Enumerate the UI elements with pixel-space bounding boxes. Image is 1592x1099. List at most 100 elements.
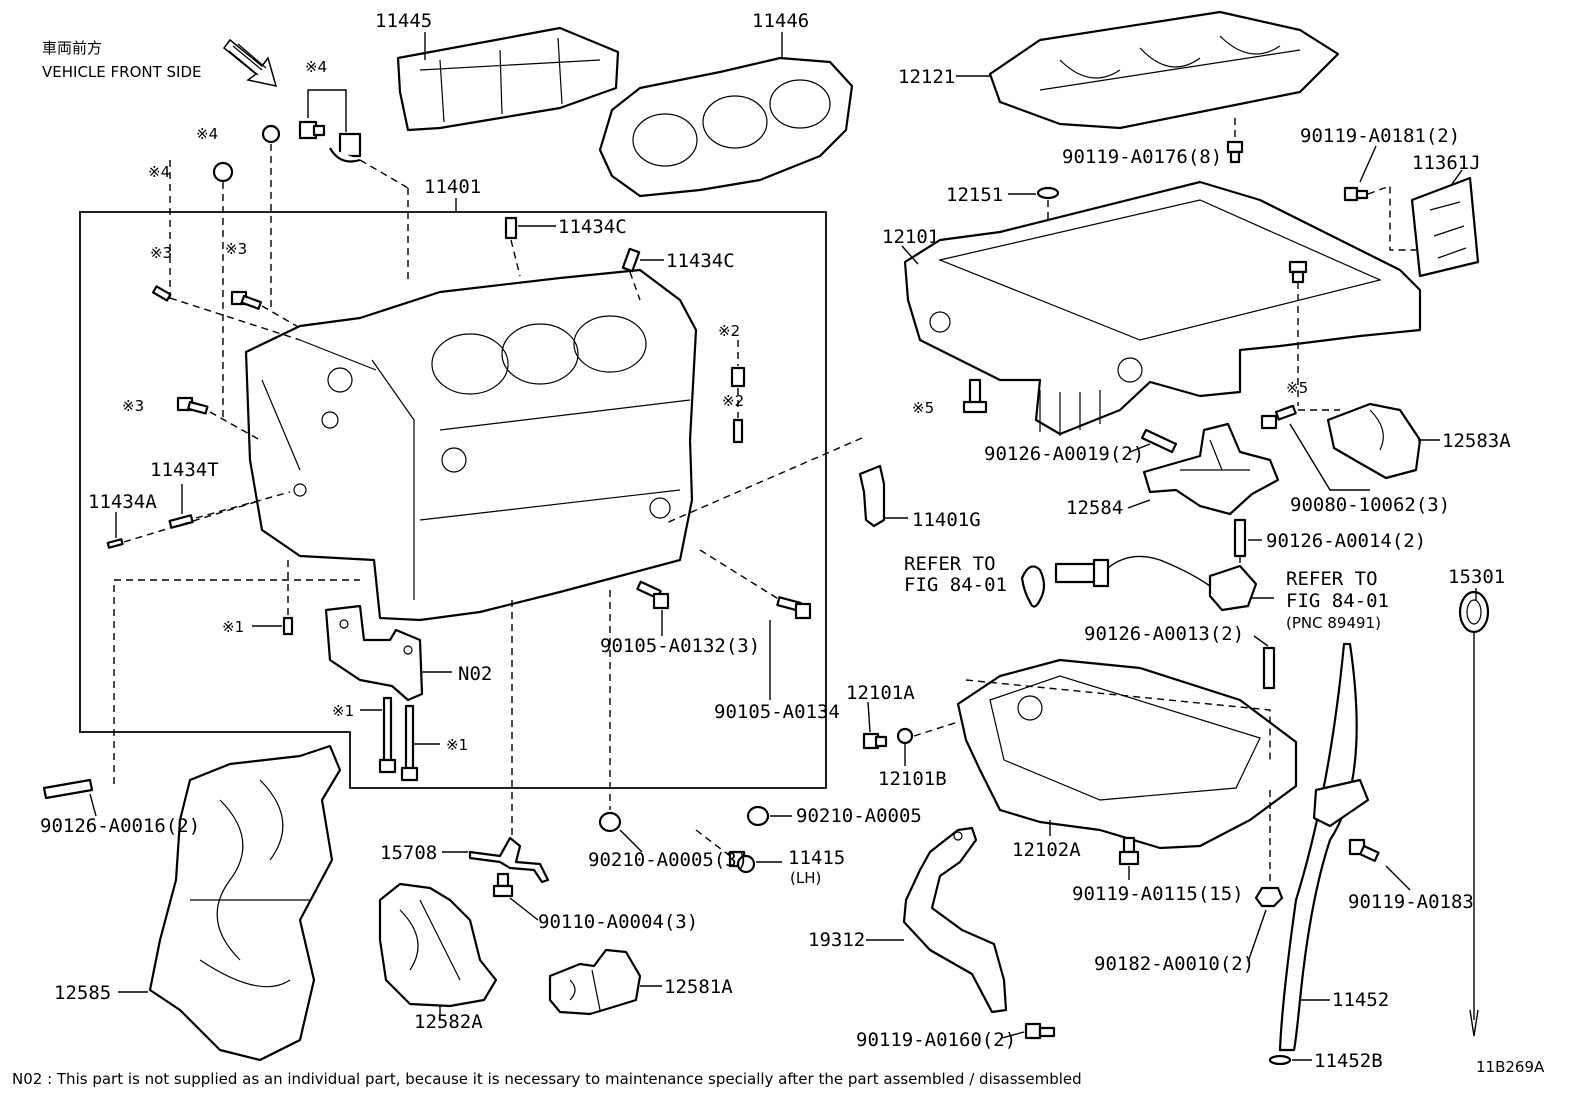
- label-11415: 11415: [788, 847, 845, 869]
- label-mark4-c: ※4: [305, 58, 327, 76]
- bolt-90119-a0160-icon: [1024, 1022, 1056, 1040]
- label-90119-a0181: 90119-A0181(2): [1300, 125, 1460, 147]
- part-11452-oil-level-gauge-guide: [1278, 642, 1370, 1052]
- label-11445: 11445: [375, 10, 432, 32]
- label-12582a: 12582A: [414, 1011, 483, 1033]
- label-90126-a0019: 90126-A0019(2): [984, 443, 1144, 465]
- bolt-mark1-b-icon: [378, 696, 397, 774]
- dowel-mark3-a-icon: [151, 285, 172, 302]
- dowel-mark2-a-icon: [730, 366, 746, 388]
- label-90126-a0014: 90126-A0014(2): [1266, 530, 1426, 552]
- diagram-code: 11B269A: [1476, 1058, 1545, 1076]
- part-11434c-dowel-1: [504, 216, 518, 240]
- label-12151: 12151: [946, 184, 1003, 206]
- part-15708-oil-nozzle: [468, 836, 550, 884]
- label-refer-to-2: REFER TO: [1286, 568, 1378, 590]
- washer-90210-a0005-icon: [746, 805, 770, 827]
- label-12583a: 12583A: [1442, 430, 1511, 452]
- label-11434t: 11434T: [150, 459, 219, 481]
- part-12102a-oil-pan-lower: [956, 658, 1298, 850]
- label-90105-a0132: 90105-A0132(3): [600, 635, 760, 657]
- part-12101a-drain-plug: [862, 732, 888, 750]
- label-lh: (LH): [790, 869, 821, 887]
- label-11452: 11452: [1332, 989, 1389, 1011]
- bolt-90119-a0181-icon: [1343, 186, 1369, 202]
- label-mark1-c: ※1: [446, 736, 468, 754]
- part-11434a-pin: [106, 538, 124, 549]
- label-12101a: 12101A: [846, 682, 915, 704]
- part-12581a-insulator: [548, 948, 642, 1016]
- bolt-mark5-a-icon: [962, 378, 988, 414]
- label-mark1-b: ※1: [332, 702, 354, 720]
- dowel-mark1-a-icon: [282, 616, 294, 636]
- label-refer-to-1: REFER TO: [904, 553, 996, 575]
- label-11401: 11401: [424, 176, 481, 198]
- label-90126-a0013: 90126-A0013(2): [1084, 623, 1244, 645]
- bolt-90105-a0134-icon: [776, 596, 812, 620]
- label-90119-a0115: 90119-A0115(15): [1072, 883, 1244, 905]
- label-12585: 12585: [54, 982, 111, 1004]
- label-mark3-b: ※3: [225, 240, 247, 258]
- label-15301: 15301: [1448, 566, 1505, 588]
- part-11452b-o-ring: [1268, 1054, 1292, 1066]
- part-12101b-gasket: [896, 727, 914, 745]
- oil-pressure-switch-icon: [329, 132, 362, 163]
- part-19312-bracket: [902, 826, 1008, 1014]
- label-90119-a0176: 90119-A0176(8): [1062, 146, 1222, 168]
- label-19312: 19312: [808, 929, 865, 951]
- plug-90182-a0010-icon: [1254, 886, 1284, 908]
- label-90182-a0010: 90182-A0010(2): [1094, 953, 1254, 975]
- washer-90210-a0005-3-icon: [598, 811, 622, 833]
- part-12585-insulator: [148, 744, 342, 1062]
- bolt-mark3-b-icon: [230, 290, 263, 310]
- label-12121: 12121: [898, 66, 955, 88]
- label-mark2-b: ※2: [722, 392, 744, 410]
- stud-90126-a0014-icon: [1233, 518, 1247, 558]
- label-12101b: 12101B: [878, 768, 947, 790]
- label-11401g: 11401G: [912, 509, 981, 531]
- label-11446: 11446: [752, 10, 809, 32]
- seal-mark4-b-icon: [212, 161, 234, 183]
- part-12582a-insulator: [378, 882, 498, 1008]
- part-12101-oil-pan-upper: [903, 180, 1422, 436]
- direction-label-en: VEHICLE FRONT SIDE: [42, 63, 202, 81]
- label-90105-a0134: 90105-A0134: [714, 701, 840, 723]
- label-n02: N02: [458, 663, 492, 685]
- label-12102a: 12102A: [1012, 839, 1081, 861]
- part-11361j-plate: [1410, 176, 1480, 278]
- label-mark4-a: ※4: [196, 125, 218, 143]
- label-mark5-a: ※5: [912, 399, 934, 417]
- direction-label-jp: 車両前方: [42, 39, 102, 57]
- label-11434c-1: 11434C: [558, 216, 627, 238]
- label-11452b: 11452B: [1314, 1050, 1383, 1072]
- seal-mark4-a-icon: [261, 124, 281, 144]
- label-pnc-89491: (PNC 89491): [1286, 614, 1381, 632]
- label-12581a: 12581A: [664, 976, 733, 998]
- part-11445-insulator: [396, 26, 620, 132]
- label-15708: 15708: [380, 842, 437, 864]
- label-fig-84-01-2: FIG 84-01: [1286, 590, 1389, 612]
- footer-note: N02 : This part is not supplied as an in…: [12, 1070, 1082, 1088]
- part-11434c-dowel-2: [621, 247, 641, 273]
- stud-90126-a0016-icon: [42, 778, 94, 800]
- label-11434a: 11434A: [88, 491, 157, 513]
- part-11401g-oil-jet: [858, 464, 886, 528]
- label-90210-a0005: 90210-A0005: [796, 805, 922, 827]
- bolt-90105-a0132-icon: [636, 580, 670, 610]
- stud-90126-a0013-icon: [1262, 646, 1276, 690]
- label-mark3-c: ※3: [122, 397, 144, 415]
- front-direction-arrow-icon: [222, 38, 278, 87]
- oil-level-sensor-assembly: [1020, 555, 1258, 612]
- label-mark1-a: ※1: [222, 618, 244, 636]
- label-12584: 12584: [1066, 497, 1123, 519]
- bolt-90119-a0183-icon: [1348, 838, 1380, 863]
- part-11446-insulator: [598, 56, 854, 198]
- label-mark4-b: ※4: [148, 163, 170, 181]
- cylinder-block-group-frame: [79, 211, 827, 789]
- label-mark3-a: ※3: [150, 244, 172, 262]
- part-11434t-dowel: [168, 514, 194, 529]
- part-12121-baffle-plate: [988, 10, 1340, 130]
- part-n02-bearing-cap: [324, 604, 424, 702]
- label-90119-a0160: 90119-A0160(2): [856, 1029, 1016, 1051]
- part-11415-plug: [728, 850, 756, 874]
